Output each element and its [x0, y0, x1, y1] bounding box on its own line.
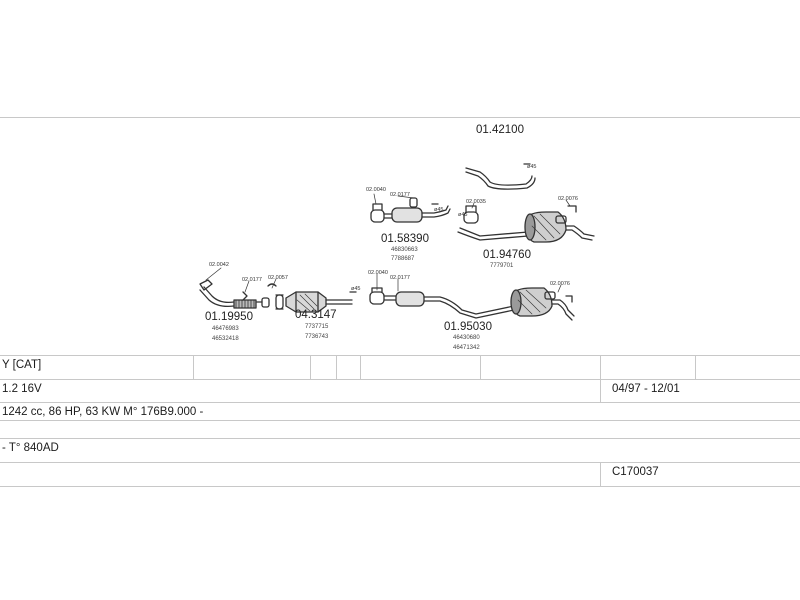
- rear-silencer-lower-part: [510, 287, 575, 321]
- part-number-catalyst: 04.3147: [295, 309, 337, 321]
- oe-number: 46476983: [212, 326, 239, 332]
- column-divider: [193, 355, 194, 379]
- table-divider: [0, 379, 800, 380]
- catalyst-part: [285, 291, 353, 313]
- oe-number: 46471342: [453, 345, 480, 351]
- diameter-label: ø45: [527, 164, 536, 170]
- part-number-tailpipe: 01.42100: [476, 124, 524, 136]
- engine-spec: 1242 cc, 86 HP, 63 KW M° 176B9.000 -: [2, 406, 204, 418]
- column-divider: [695, 355, 696, 379]
- fitting-label: 02.0040: [368, 270, 388, 276]
- table-divider: [0, 438, 800, 439]
- oe-number: 46532418: [212, 336, 239, 342]
- type-code: - T° 840AD: [2, 442, 59, 454]
- part-number-front-pipe: 01.19950: [205, 311, 253, 323]
- column-divider: [600, 462, 601, 486]
- fitting-label: 02.0177: [390, 275, 410, 281]
- leader-lines: [205, 193, 571, 293]
- fitting-label: 02.0076: [550, 281, 570, 287]
- column-divider: [480, 355, 481, 379]
- oe-number: 7788687: [391, 256, 415, 262]
- vehicle-model: Y [CAT]: [2, 359, 42, 371]
- engine-version: 1.2 16V: [2, 383, 42, 395]
- production-dates: 04/97 - 12/01: [612, 383, 680, 395]
- fitting-label: 02.0177: [242, 277, 262, 283]
- column-divider: [336, 355, 337, 379]
- fitting-label: 02.0040: [366, 187, 386, 193]
- fitting-label: 02.0076: [558, 196, 578, 202]
- fitting-label: 02.0042: [209, 262, 229, 268]
- oe-number: 7779701: [490, 263, 514, 269]
- front-pipe-part: [199, 279, 257, 309]
- rear-silencer-upper-part: [457, 205, 595, 243]
- fitting-label: 02.0177: [390, 192, 410, 198]
- oe-number: 7736743: [305, 334, 329, 340]
- diameter-label: ø45: [434, 207, 443, 213]
- part-number-middle-rear-lower: 01.95030: [444, 321, 492, 333]
- part-number-rear-silencer: 01.94760: [483, 249, 531, 261]
- table-top-border: [0, 117, 800, 118]
- table-divider: [0, 462, 800, 463]
- table-divider: [0, 355, 800, 356]
- middle-silencer-upper-part: [370, 197, 451, 223]
- diameter-label: ø45: [458, 212, 467, 218]
- oe-number: 46430680: [453, 335, 480, 341]
- column-divider: [360, 355, 361, 379]
- tailpipe-part: [465, 167, 536, 190]
- fitting-label: 02.0057: [268, 275, 288, 281]
- clamp-parts: [242, 283, 284, 310]
- table-divider: [0, 420, 800, 421]
- column-divider: [310, 355, 311, 379]
- table-divider: [0, 402, 800, 403]
- kit-code: C170037: [612, 466, 659, 478]
- diameter-label: ø45: [351, 286, 360, 292]
- middle-pipe-lower-part: [369, 287, 515, 319]
- table-bottom-border: [0, 486, 800, 487]
- column-divider: [600, 355, 601, 403]
- oe-number: 7737715: [305, 324, 329, 330]
- part-number-middle-silencer: 01.58390: [381, 233, 429, 245]
- oe-number: 46830663: [391, 247, 418, 253]
- fitting-label: 02.0035: [466, 199, 486, 205]
